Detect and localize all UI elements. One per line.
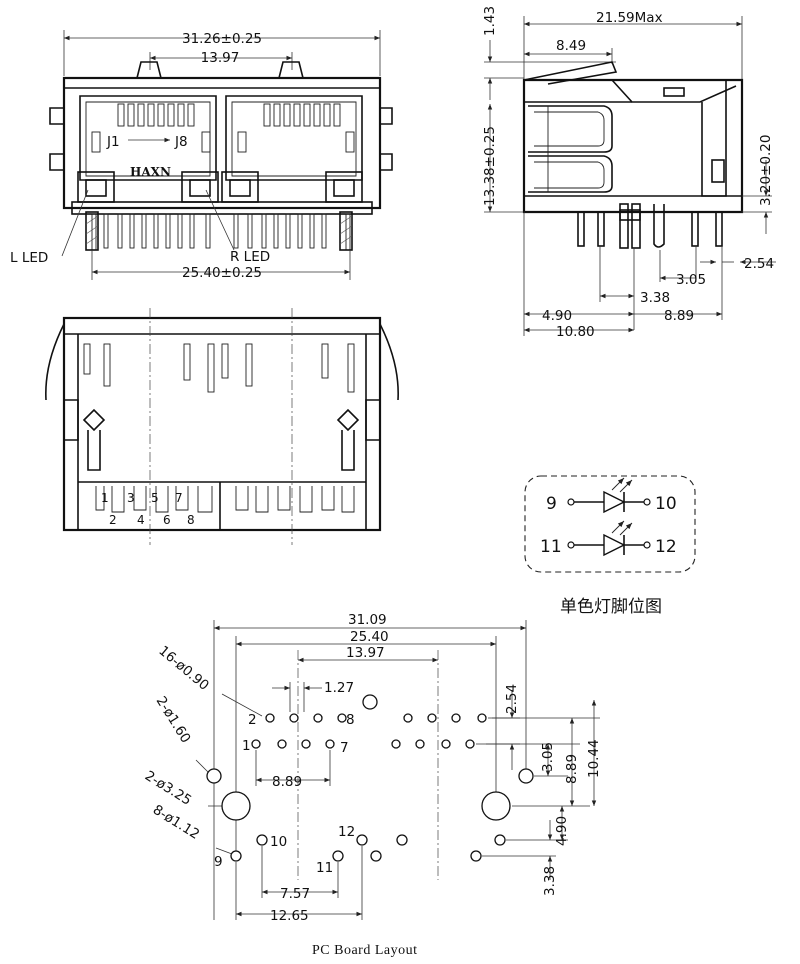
dim-top: 1.43 bbox=[482, 6, 498, 36]
brand-label: HAXN bbox=[130, 165, 171, 179]
pcb-dim-490: 4.90 bbox=[554, 816, 570, 846]
front-pins bbox=[91, 213, 351, 251]
left-led-window-a bbox=[77, 171, 115, 203]
pcb-mount-hole-left bbox=[221, 791, 251, 821]
bottom-pin-2: 2 bbox=[109, 513, 117, 527]
dim-width: 31.26±0.25 bbox=[182, 31, 262, 47]
pcb-pin-2: 2 bbox=[248, 712, 257, 728]
right-led-window-a bbox=[221, 171, 259, 203]
dim-height: 13.38±0.25 bbox=[482, 126, 498, 206]
dim-889: 8.89 bbox=[664, 308, 694, 324]
pcb-pin-11: 11 bbox=[316, 860, 333, 876]
pcb-dim-889v: 8.89 bbox=[564, 754, 580, 784]
led-diode-icon bbox=[603, 533, 626, 557]
pcb-pin-9: 9 bbox=[214, 854, 223, 870]
pcb-dim-889: 8.89 bbox=[272, 774, 302, 790]
led-pin-11: 11 bbox=[540, 537, 562, 557]
dim-depth-max: 21.59Max bbox=[596, 10, 663, 26]
pcb-holes-16: 16-ø0.90 bbox=[155, 643, 212, 694]
left-led-label: L LED bbox=[10, 250, 48, 266]
pcb-layout: 31.09 25.40 13.97 1.27 16-ø0.90 2-ø1.60 … bbox=[142, 612, 602, 958]
led-diode-icon bbox=[603, 490, 626, 514]
pcb-caption: PC Board Layout bbox=[312, 943, 418, 958]
led-pin-12: 12 bbox=[655, 537, 677, 557]
pcb-holes-2a: 2-ø1.60 bbox=[153, 694, 194, 746]
pcb-alignment-hole-left bbox=[206, 768, 222, 784]
pcb-dim-3109: 31.09 bbox=[348, 612, 387, 628]
port-label-j8: J8 bbox=[174, 134, 188, 150]
pcb-dim-338: 3.38 bbox=[542, 866, 558, 896]
bottom-pin-3: 3 bbox=[127, 491, 135, 505]
dim-254: 2.54 bbox=[744, 256, 774, 272]
bottom-pin-5: 5 bbox=[151, 491, 159, 505]
led-schematic: 9 10 11 12 单色灯脚位图 bbox=[524, 475, 696, 617]
side-window bbox=[663, 87, 685, 97]
bottom-view: 1 3 5 7 2 4 6 8 bbox=[45, 308, 399, 545]
pcb-pin-7: 7 bbox=[340, 740, 349, 756]
dim-standoff: 3.20±0.20 bbox=[758, 135, 774, 206]
front-view: 31.26±0.25 13.97 J bbox=[10, 30, 393, 281]
led-caption: 单色灯脚位图 bbox=[560, 597, 662, 617]
dim-tab: 13.97 bbox=[201, 50, 240, 66]
right-port-contacts bbox=[263, 103, 341, 127]
pcb-alignment-hole-right bbox=[518, 768, 534, 784]
pcb-dim-1397: 13.97 bbox=[346, 645, 385, 661]
pcb-dim-1265: 12.65 bbox=[270, 908, 309, 924]
dim-latch: 8.49 bbox=[556, 38, 586, 54]
side-view: 21.59Max 8.49 1.43 13.38±0.25 bbox=[482, 6, 776, 340]
bottom-pin-8: 8 bbox=[187, 513, 195, 527]
pcb-dim-1044: 10.44 bbox=[586, 739, 602, 778]
dim-1080: 10.80 bbox=[556, 324, 595, 340]
bottom-pin-1: 1 bbox=[101, 491, 109, 505]
pcb-pin-8: 8 bbox=[346, 712, 355, 728]
pcb-holes-2b: 2-ø3.25 bbox=[142, 768, 194, 809]
led-pin-10: 10 bbox=[655, 494, 677, 514]
pcb-pin-10: 10 bbox=[270, 834, 287, 850]
dim-pin-span: 25.40±0.25 bbox=[182, 265, 262, 281]
side-pins bbox=[577, 203, 723, 249]
dim-338: 3.38 bbox=[640, 290, 670, 306]
pcb-center-hole bbox=[362, 694, 378, 710]
pcb-led-holes bbox=[230, 834, 506, 862]
right-led-label: R LED bbox=[230, 249, 270, 265]
dim-305: 3.05 bbox=[676, 272, 706, 288]
port-label-j1: J1 bbox=[106, 134, 120, 150]
pcb-pin-1: 1 bbox=[242, 738, 251, 754]
pcb-dim-127: 1.27 bbox=[324, 680, 354, 696]
led-pin-9: 9 bbox=[546, 494, 557, 514]
bottom-pin-4: 4 bbox=[137, 513, 145, 527]
pcb-holes-8: 8-ø1.12 bbox=[150, 802, 202, 843]
left-port-contacts bbox=[117, 103, 195, 127]
pcb-pin-12: 12 bbox=[338, 824, 355, 840]
pcb-signal-holes bbox=[251, 713, 487, 749]
pcb-mount-hole-right bbox=[481, 791, 511, 821]
left-led-window-b bbox=[181, 171, 219, 203]
bottom-pin-6: 6 bbox=[163, 513, 171, 527]
dim-490: 4.90 bbox=[542, 308, 572, 324]
bottom-view-pins bbox=[83, 343, 355, 393]
right-led-window-b bbox=[325, 171, 363, 203]
pcb-dim-2540: 25.40 bbox=[350, 629, 389, 645]
bottom-pin-7: 7 bbox=[175, 491, 183, 505]
pcb-dim-757: 7.57 bbox=[280, 886, 310, 902]
pcb-dim-254: 2.54 bbox=[504, 684, 520, 714]
pcb-dim-305: 3.05 bbox=[540, 742, 556, 772]
